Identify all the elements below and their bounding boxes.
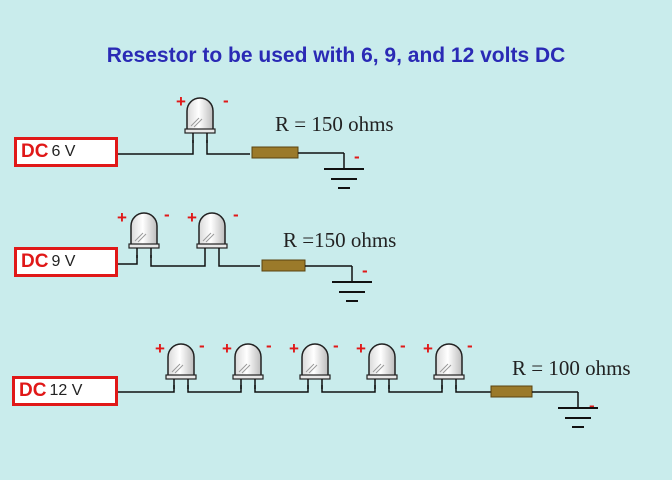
led-icon	[232, 343, 264, 390]
wire	[218, 258, 260, 267]
led-minus-sign: -	[400, 336, 406, 355]
circuit-12v	[118, 343, 599, 428]
wire	[321, 385, 376, 393]
ground-minus-sign: -	[362, 261, 368, 280]
led-icon	[366, 343, 398, 390]
led-icon	[299, 343, 331, 390]
dc-label: DC	[19, 380, 47, 401]
led-plus-sign: +	[222, 339, 232, 358]
led-icon	[165, 343, 197, 390]
resistor-icon	[490, 385, 533, 398]
led-icon	[184, 97, 216, 144]
resistor-label-9v: R =150 ohms	[283, 228, 397, 252]
led-minus-sign: -	[164, 205, 170, 224]
resistor-label-6v: R = 150 ohms	[275, 112, 394, 136]
dc-9v-box: DC 9 V	[14, 247, 118, 277]
voltage-label: 9 V	[51, 253, 76, 270]
wire	[455, 385, 491, 393]
led-icon	[433, 343, 465, 390]
wire	[118, 255, 138, 265]
dc-label: DC	[21, 141, 49, 162]
dc-12v-box: DC 12 V	[12, 376, 118, 406]
led-icon	[196, 212, 228, 259]
led-minus-sign: -	[333, 336, 339, 355]
dc-label: DC	[21, 251, 49, 272]
voltage-label: 6 V	[51, 143, 76, 160]
ground-minus-sign: -	[589, 396, 595, 415]
led-minus-sign: -	[199, 336, 205, 355]
led-plus-sign: +	[423, 339, 433, 358]
wire	[388, 385, 443, 393]
wire	[118, 140, 194, 155]
led-plus-sign: +	[155, 339, 165, 358]
wire	[118, 385, 175, 393]
ground-icon	[331, 265, 373, 302]
led-plus-sign: +	[176, 92, 186, 111]
led-plus-sign: +	[356, 339, 366, 358]
circuit-6v	[118, 97, 365, 189]
led-minus-sign: -	[223, 91, 229, 110]
led-plus-sign: +	[187, 208, 197, 227]
wire	[150, 255, 206, 267]
resistor-icon	[261, 259, 306, 272]
resistor-icon	[251, 146, 299, 159]
led-minus-sign: -	[266, 336, 272, 355]
diagram-title: Resestor to be used with 6, 9, and 12 vo…	[106, 44, 566, 67]
ground-icon	[323, 152, 365, 189]
wire	[187, 385, 242, 393]
led-plus-sign: +	[117, 208, 127, 227]
led-plus-sign: +	[289, 339, 299, 358]
wire	[206, 140, 250, 155]
ground-minus-sign: -	[354, 147, 360, 166]
led-minus-sign: -	[233, 205, 239, 224]
resistor-label-12v: R = 100 ohms	[512, 356, 631, 380]
dc-6v-box: DC 6 V	[14, 137, 118, 167]
ground-icon	[557, 391, 599, 428]
led-icon	[128, 212, 160, 259]
circuit-9v	[118, 212, 373, 302]
led-minus-sign: -	[467, 336, 473, 355]
voltage-label: 12 V	[49, 382, 83, 399]
wire	[254, 385, 309, 393]
